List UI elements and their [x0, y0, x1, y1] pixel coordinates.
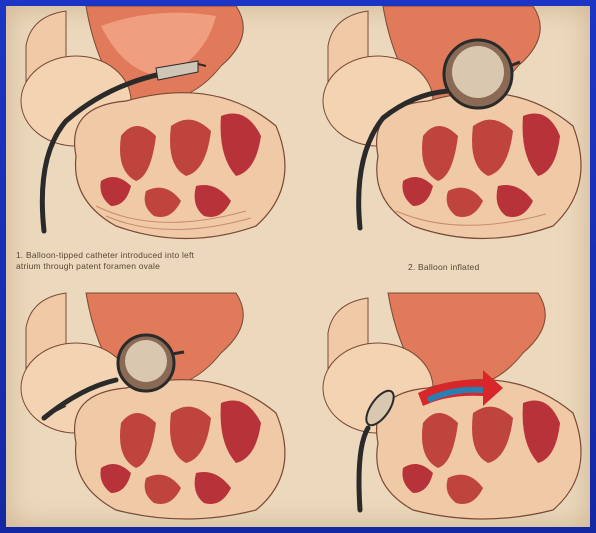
illustration-plate: 1. Balloon-tipped catheter introduced in…	[6, 6, 590, 527]
heart-balloon-withdrawn-icon	[6, 288, 296, 524]
heart-balloon-inflated-icon	[298, 6, 590, 246]
panel-1	[6, 6, 296, 246]
heart-catheter-introduced-icon	[6, 6, 296, 246]
caption-step-1: 1. Balloon-tipped catheter introduced in…	[16, 250, 296, 272]
panel-3	[6, 288, 296, 524]
panel-4	[298, 288, 590, 524]
heart-septum-torn-icon	[298, 288, 590, 524]
caption-step-2: 2. Balloon inflated	[408, 262, 588, 273]
panel-2	[298, 6, 590, 246]
